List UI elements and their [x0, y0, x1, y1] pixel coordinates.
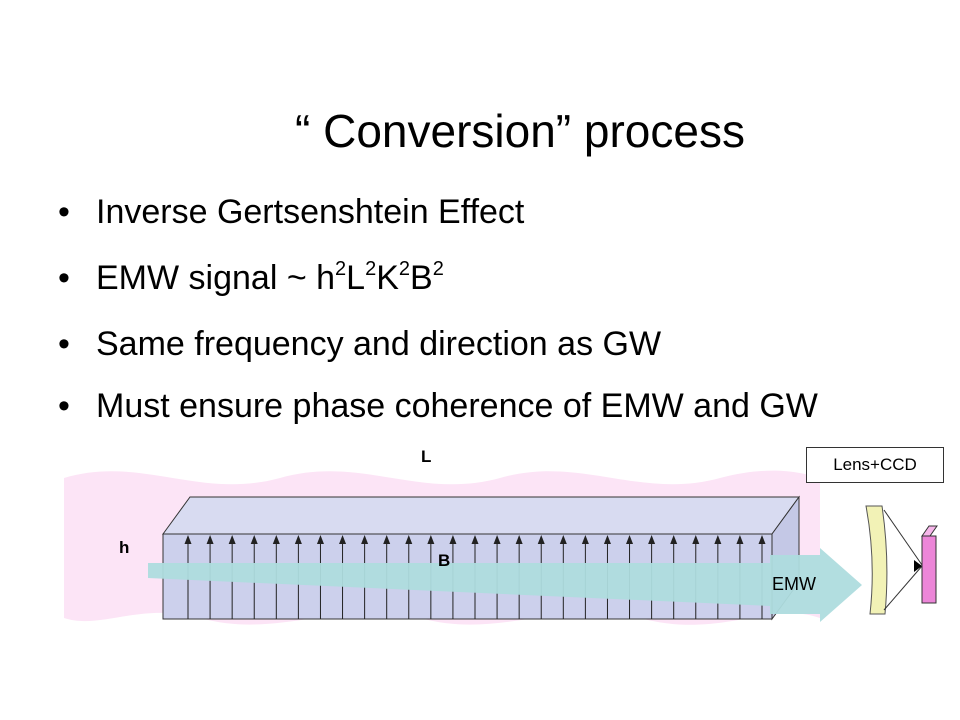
field-arrowhead — [559, 535, 567, 544]
slide-title: “ Conversion” process — [295, 105, 745, 157]
focus-arrow — [914, 560, 922, 572]
bullet-dot: • — [58, 259, 70, 297]
field-arrowhead — [206, 535, 214, 544]
field-arrowhead — [361, 535, 369, 544]
bullet-dot: • — [58, 387, 70, 425]
field-arrowhead — [670, 535, 678, 544]
field-arrowhead — [692, 535, 700, 544]
exponent-B: 2 — [432, 258, 444, 280]
bullet-text-prefix: EMW signal ~ h — [96, 259, 336, 297]
field-arrowhead — [626, 535, 634, 544]
field-arrowhead — [294, 535, 302, 544]
bullet-text: Same frequency and direction as GW — [96, 325, 662, 363]
field-arrowhead — [758, 535, 766, 544]
strain-label: h — [119, 538, 130, 557]
field-arrowhead — [250, 535, 258, 544]
bullet-list: • Inverse Gertsenshtein Effect • EMW sig… — [58, 188, 896, 444]
field-arrowhead — [736, 535, 744, 544]
field-label: B — [438, 551, 451, 570]
bullet-dot: • — [58, 193, 70, 231]
field-arrowhead — [316, 535, 324, 544]
field-arrowhead — [581, 535, 589, 544]
bullet-text: Must ensure phase coherence of EMW and G… — [96, 387, 818, 425]
symbol-K: K — [376, 259, 399, 297]
field-arrowhead — [648, 535, 656, 544]
symbol-B: B — [410, 259, 433, 297]
bullet-item: • Must ensure phase coherence of EMW and… — [58, 386, 896, 426]
exponent-h: 2 — [335, 258, 347, 280]
field-arrowhead — [537, 535, 545, 544]
field-arrowhead — [515, 535, 523, 544]
bullet-item: • Inverse Gertsenshtein Effect — [58, 188, 896, 236]
exponent-K: 2 — [398, 258, 411, 280]
ccd-sensor — [921, 535, 937, 604]
field-arrowhead — [272, 535, 280, 544]
lens-shape — [865, 505, 888, 615]
exponent-L: 2 — [365, 258, 377, 280]
field-arrowhead — [405, 535, 413, 544]
field-arrowhead — [493, 535, 501, 544]
field-arrowhead — [339, 535, 347, 544]
ccd-side — [921, 525, 938, 537]
field-arrowhead — [471, 535, 479, 544]
bullet-text: Inverse Gertsenshtein Effect — [96, 193, 525, 231]
field-arrowhead — [383, 535, 391, 544]
symbol-L: L — [346, 259, 366, 297]
bullet-item: • Same frequency and direction as GW — [58, 320, 896, 368]
emw-label: EMW — [772, 574, 816, 594]
field-arrowhead — [184, 535, 192, 544]
field-arrowhead — [714, 535, 722, 544]
field-arrowhead — [228, 535, 236, 544]
length-label: L — [421, 447, 432, 466]
lens-ray-top — [883, 509, 923, 566]
lens-ray-bottom — [883, 565, 923, 611]
bullet-dot: • — [58, 325, 70, 363]
field-arrowhead — [449, 535, 457, 544]
field-arrowhead — [427, 535, 435, 544]
magnet-top-face — [162, 496, 800, 535]
emw-beam — [148, 548, 862, 622]
field-arrowhead — [603, 535, 611, 544]
bullet-item: • EMW signal ~ h2L2K2B2 — [58, 254, 896, 302]
lens-ccd-label: Lens+CCD — [806, 447, 944, 483]
